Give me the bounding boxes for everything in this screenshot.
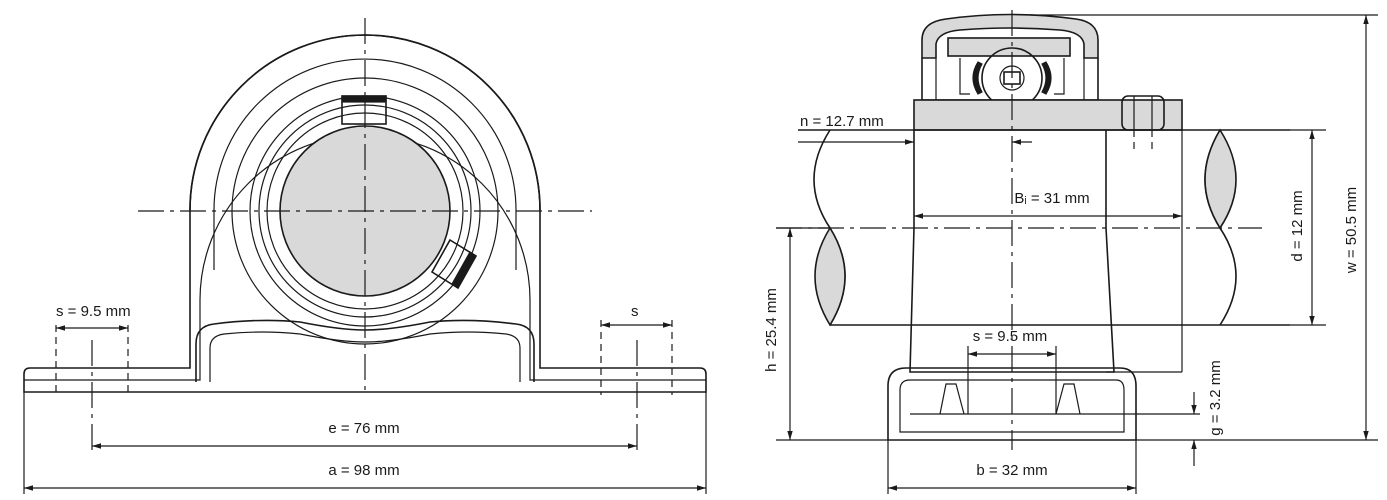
cap-inner: [947, 37, 1071, 57]
base-outer: [887, 367, 1137, 441]
housing-mid: [213, 58, 517, 270]
dim-bi-label: Bᵢ = 31 mm: [1014, 190, 1089, 207]
dim-g-label: g = 3.2 mm: [1207, 360, 1224, 435]
housing-body: [909, 130, 1115, 373]
front-view: s = 9.5 mm s e = 76 mm a = 98 mm: [23, 18, 707, 494]
dim-d-label: d = 12 mm: [1289, 190, 1306, 261]
grub-screw-side-head: [451, 251, 477, 289]
seal-right: [1041, 61, 1052, 95]
side-view: n = 12.7 mm Bᵢ = 31 mm d = 12 mm w = 50.…: [763, 10, 1378, 494]
seal-left: [972, 61, 983, 95]
dim-s-right-label: s: [631, 303, 639, 320]
dim-a-label: a = 98 mm: [328, 462, 399, 479]
cap-ring-right: [1054, 58, 1065, 95]
dim-n-label: n = 12.7 mm: [800, 113, 884, 130]
boss-right: [1055, 383, 1081, 415]
dim-h-label: h = 25.4 mm: [763, 288, 780, 372]
shaft-break-right-fill: [1204, 128, 1237, 230]
dim-b-label: b = 32 mm: [976, 462, 1047, 479]
shaft-break-left-fill: [814, 226, 846, 327]
dim-e-label: e = 76 mm: [328, 420, 399, 437]
inner-ring: [913, 99, 1183, 131]
boss-left: [939, 383, 965, 415]
base-bump-inner: [209, 331, 521, 382]
housing-cap: [921, 13, 1099, 59]
dim-s-left-label: s = 9.5 mm: [56, 303, 131, 320]
dim-s-label: s = 9.5 mm: [973, 328, 1048, 345]
grub-screw-top-head: [341, 95, 387, 103]
dim-w-label: w = 50.5 mm: [1343, 187, 1360, 274]
cap-body: [921, 58, 1099, 101]
base-inner: [899, 379, 1125, 433]
cap-ring-left: [959, 58, 970, 95]
